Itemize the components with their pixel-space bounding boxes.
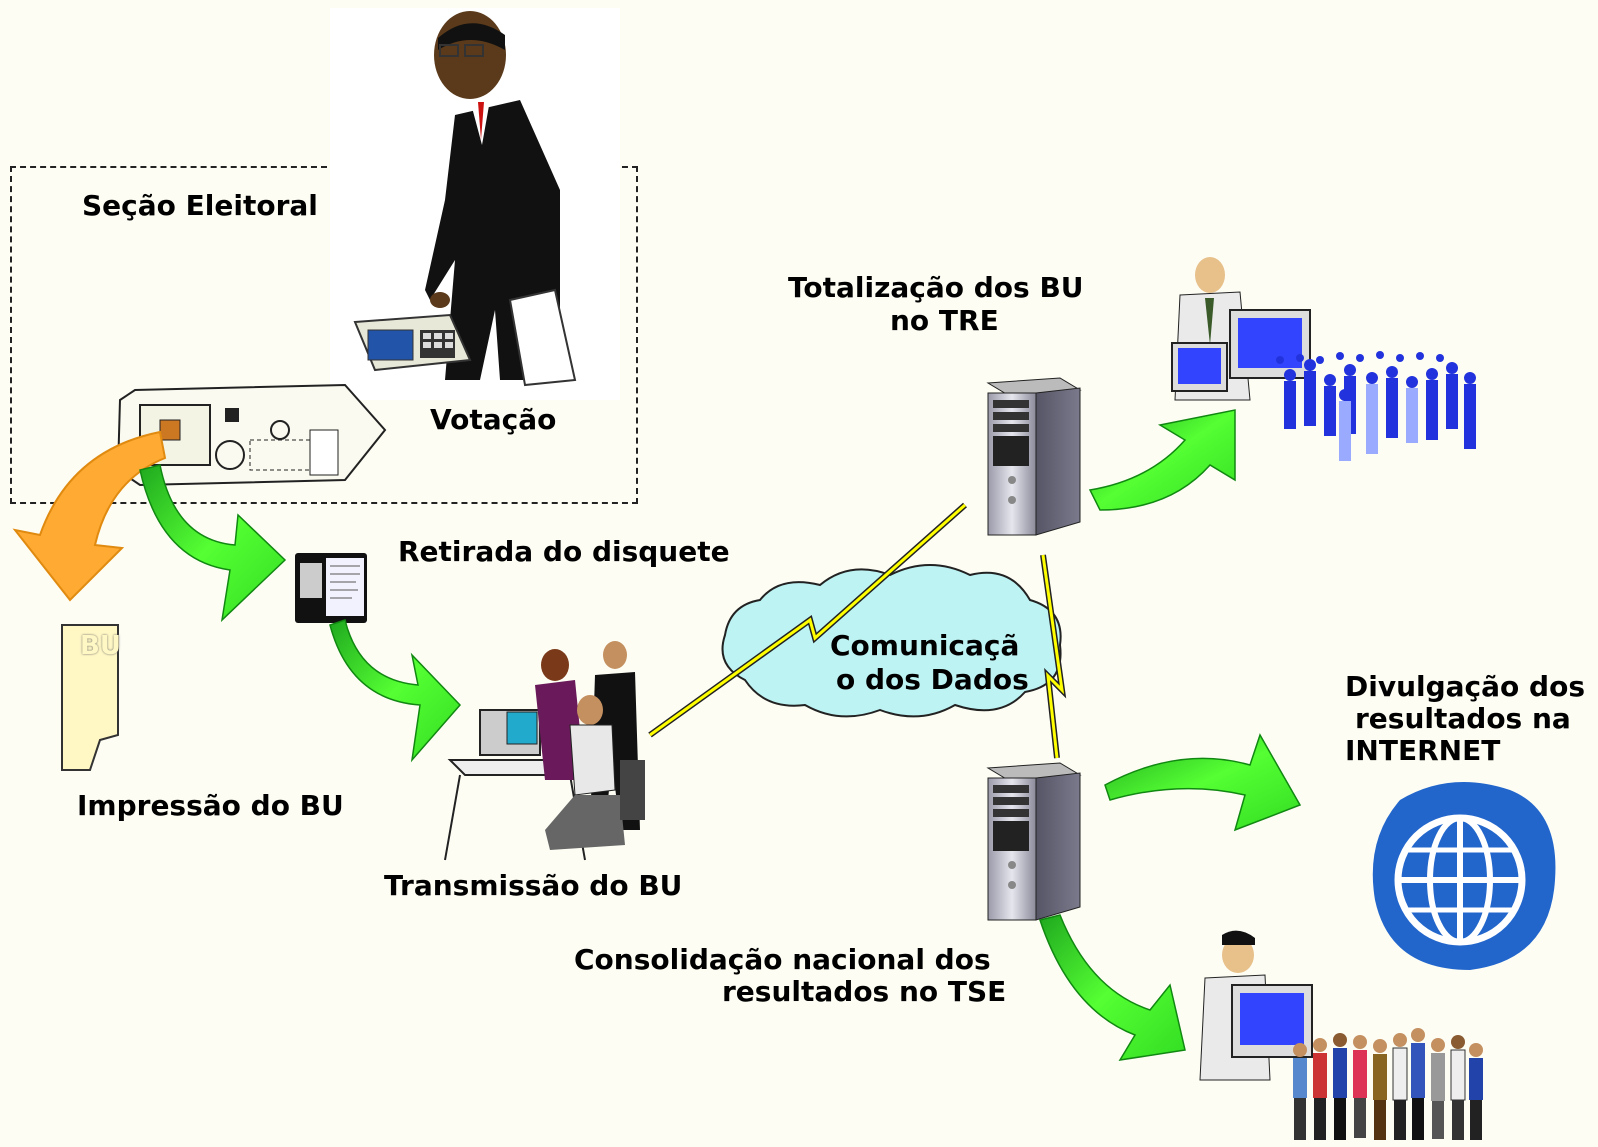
comunicacao-line2: o dos Dados [836,663,1029,696]
communication-lightning-icon [648,502,1067,759]
divulgacao-line1: Divulgação dos [1345,670,1585,703]
tse-operator-crowd-icon [1199,930,1483,1140]
consolidacao-line2: resultados no TSE [722,975,1007,1008]
divulgacao-line2: resultados na [1355,702,1571,735]
voting-machine-icon [353,313,472,372]
arrow-tse-to-public-icon [1039,914,1186,1061]
votacao-label: Votação [430,403,557,436]
bu-document-text: BU [80,631,121,661]
internet-globe-icon [1372,782,1556,970]
secao-eleitoral-box [10,166,638,504]
impressao-bu-label: Impressão do BU [77,789,344,822]
print-arrow-icon [12,430,167,602]
crowd-blue-icon [1276,351,1476,461]
transmissao-bu-label: Transmissão do BU [384,869,683,902]
arrow-tre-to-public-icon [1088,409,1236,511]
crowd-colored-icon [1293,1028,1483,1140]
floppy-disk-icon [295,553,367,623]
transmission-workstation-icon [444,641,645,861]
secao-eleitoral-label: Seção Eleitoral [82,189,318,222]
divulgacao-line3: INTERNET [1345,734,1501,767]
tre-operator-crowd-icon [1171,257,1476,461]
bu-document-icon [61,624,119,771]
urna-printer-icon [116,383,387,487]
retirada-disquete-label: Retirada do disquete [398,535,730,568]
arrow-to-disk-icon [139,464,287,623]
totalizacao-line2: no TRE [890,304,999,337]
server-tse-icon [986,762,1082,921]
arrow-to-transmission-icon [329,619,462,763]
server-tre-icon [986,377,1082,536]
comunicacao-line1: Comunicaçã [830,629,1020,662]
totalizacao-line1: Totalização dos BU [788,271,1084,304]
arrow-tse-to-internet-icon [1104,733,1302,832]
consolidacao-line1: Consolidação nacional dos [574,943,991,976]
